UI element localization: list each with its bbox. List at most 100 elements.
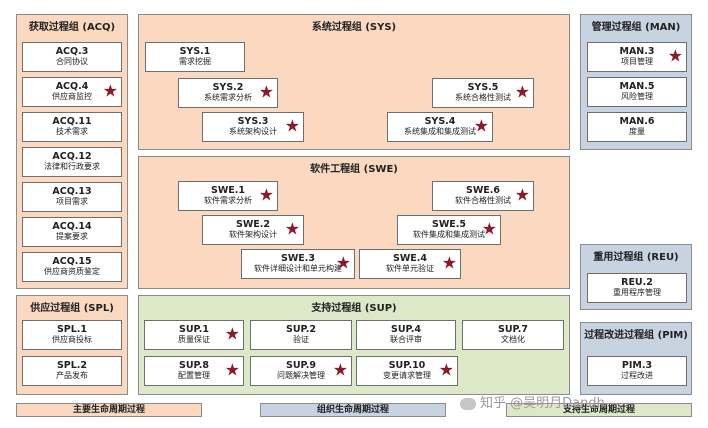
star-icon: ★ [284, 116, 300, 137]
legend-primary: 主要生命周期过程 [16, 403, 202, 417]
process-name: 供应商监控 [52, 92, 92, 101]
process-name: 法律和行政要求 [44, 162, 100, 171]
process-code: SWE.5 [431, 219, 467, 230]
star-icon: ★ [473, 116, 489, 137]
star-icon: ★ [224, 360, 240, 381]
watermark: 知乎 @吴明月Dandh [460, 392, 605, 411]
process-name: 供应商资质鉴定 [44, 267, 100, 276]
star-icon: ★ [332, 360, 348, 381]
process-name: 产品发布 [56, 371, 88, 380]
spl-group-title: 供应过程组 (SPL) [30, 303, 114, 314]
process-code: SWE.4 [392, 253, 428, 264]
process-code: SWE.3 [280, 253, 316, 264]
process-name: 软件合格性测试 [455, 196, 511, 205]
star-icon: ★ [258, 185, 274, 206]
process-code: SYS.2 [212, 82, 244, 93]
pim-group-title: 过程改进过程组 (PIM) [584, 330, 688, 341]
process-code: SPL.2 [56, 360, 88, 371]
star-icon: ★ [667, 46, 683, 67]
sys-group-title: 系统过程组 (SYS) [311, 22, 397, 33]
process-name: 软件单元验证 [386, 264, 434, 273]
process-code: SUP.9 [286, 360, 316, 371]
star-icon: ★ [441, 253, 457, 274]
star-icon: ★ [514, 82, 530, 103]
star-icon: ★ [224, 324, 240, 345]
process-code: SUP.4 [391, 324, 421, 335]
process-code: ACQ.15 [52, 256, 92, 267]
watermark-text: 知乎 @吴明月Dandh [480, 396, 605, 411]
acq-group-title: 获取过程组 (ACQ) [28, 22, 116, 33]
process-name: 合同协议 [56, 57, 88, 66]
process-name: 软件详细设计和单元构建 [254, 264, 342, 273]
legend-support: 支持生命周期过程 [506, 403, 692, 417]
process-name: 需求挖掘 [179, 57, 211, 66]
star-icon: ★ [284, 219, 300, 240]
process-name: 系统合格性测试 [455, 93, 511, 102]
process-code: REU.2 [621, 277, 653, 288]
process-code: SYS.3 [237, 116, 269, 127]
process-code: SUP.2 [286, 324, 316, 335]
sup-group-title: 支持过程组 (SUP) [311, 303, 397, 314]
star-icon: ★ [258, 82, 274, 103]
process-name: 提案要求 [56, 232, 88, 241]
process-code: SUP.1 [179, 324, 209, 335]
process-name: 文档化 [501, 335, 525, 344]
star-icon: ★ [102, 81, 118, 102]
star-icon: ★ [514, 185, 530, 206]
star-icon: ★ [335, 253, 351, 274]
process-name: 系统需求分析 [204, 93, 252, 102]
process-name: 度量 [629, 127, 645, 136]
process-code: ACQ.4 [55, 81, 89, 92]
process-name: 配置管理 [178, 371, 210, 380]
process-code: SYS.5 [467, 82, 499, 93]
man-group-title: 管理过程组 (MAN) [591, 22, 681, 33]
process-name: 问题解决管理 [277, 371, 325, 380]
process-code: ACQ.11 [52, 116, 92, 127]
process-name: 联合评审 [390, 335, 422, 344]
process-code: ACQ.3 [55, 46, 89, 57]
process-name: 软件需求分析 [204, 196, 252, 205]
process-name: 项目需求 [56, 197, 88, 206]
process-code: SUP.7 [498, 324, 528, 335]
process-code: SYS.1 [179, 46, 211, 57]
process-name: 供应商投标 [52, 335, 92, 344]
wechat-icon [460, 397, 476, 410]
swe-group-title: 软件工程组 (SWE) [310, 164, 398, 175]
star-icon: ★ [438, 360, 454, 381]
process-code: ACQ.13 [52, 186, 92, 197]
process-code: SUP.8 [179, 360, 209, 371]
process-code: MAN.5 [619, 81, 655, 92]
process-code: ACQ.12 [52, 151, 92, 162]
process-name: 技术需求 [56, 127, 88, 136]
process-name: 质量保证 [178, 335, 210, 344]
star-icon: ★ [481, 219, 497, 240]
process-name: 变更请求管理 [383, 371, 431, 380]
process-code: PIM.3 [621, 360, 653, 371]
